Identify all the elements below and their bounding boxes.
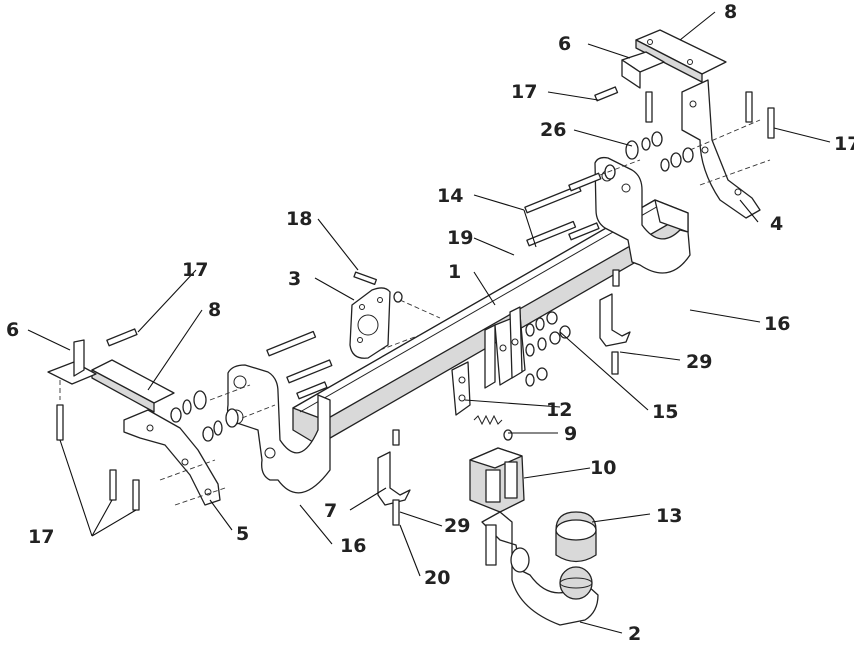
small-bracket-part-29-right [599, 269, 631, 375]
lock-bracket-part-12 [451, 361, 471, 416]
callout-labels: 8 6 17 26 17 14 4 18 19 17 3 1 16 6 8 29… [6, 1, 854, 645]
crossbar-part-1 [292, 199, 689, 446]
callout-17-lower-left: 17 [28, 526, 54, 548]
socket-plate-part-3 [349, 271, 403, 359]
callout-5: 5 [236, 523, 249, 545]
assembly-lines [59, 119, 771, 506]
washers-and-nuts [170, 131, 694, 442]
callout-17-right: 17 [834, 133, 854, 155]
callout-29-right: 29 [686, 351, 712, 373]
callout-6-left: 6 [6, 319, 19, 341]
bracket-part-8-top [635, 29, 727, 83]
callout-4: 4 [770, 213, 783, 235]
spring-part-9 [473, 414, 513, 441]
callout-15: 15 [652, 401, 678, 423]
callout-8-top: 8 [724, 1, 737, 23]
small-bolts-17 [56, 86, 775, 511]
callout-16-right: 16 [764, 313, 790, 335]
right-long-bracket-part-4 [681, 79, 761, 219]
bracket-part-8-left [91, 359, 175, 413]
callout-1: 1 [448, 261, 461, 283]
center-bracket-plates [484, 306, 526, 389]
callout-19: 19 [447, 227, 473, 249]
callout-3: 3 [288, 268, 301, 290]
callout-2: 2 [628, 623, 641, 645]
socket-cover-part-10 [469, 447, 525, 513]
callout-12: 12 [546, 399, 572, 421]
callout-18: 18 [286, 208, 312, 230]
bracket-part-6-left [47, 339, 97, 385]
callout-7: 7 [324, 500, 337, 522]
bracket-part-6-top [621, 51, 665, 89]
callout-8-left: 8 [208, 299, 221, 321]
ball-cover-part-13 [555, 511, 597, 563]
callout-29-bottom: 29 [444, 515, 470, 537]
callout-14: 14 [437, 185, 463, 207]
small-bracket-part-7 [377, 429, 411, 526]
leader-lines [27, 11, 831, 634]
tow-ball-arm-part-2 [481, 511, 599, 626]
callout-9: 9 [564, 423, 577, 445]
callout-20: 20 [424, 567, 450, 589]
callout-10: 10 [590, 457, 616, 479]
callout-13: 13 [656, 505, 682, 527]
callout-17-upper-left: 17 [182, 259, 208, 281]
callout-17-top: 17 [511, 81, 537, 103]
callout-26: 26 [540, 119, 566, 141]
long-bolts-14 [266, 172, 602, 400]
callout-6-top: 6 [558, 33, 571, 55]
callout-16-bottom: 16 [340, 535, 366, 557]
